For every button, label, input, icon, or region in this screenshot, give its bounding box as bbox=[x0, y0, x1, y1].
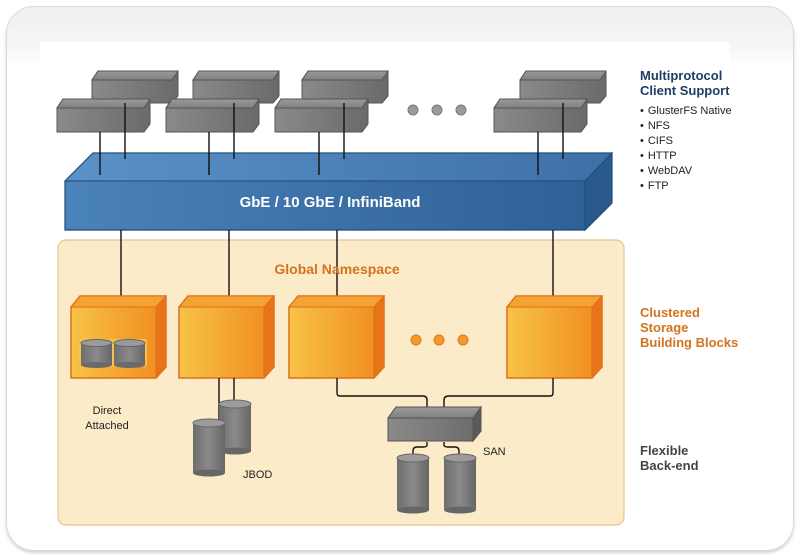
direct-attached-disks-icon bbox=[79, 339, 147, 368]
storage-node-jbod bbox=[177, 294, 276, 380]
client-links bbox=[99, 103, 564, 175]
more-nodes-ellipsis-icon bbox=[410, 334, 469, 346]
network-backbone bbox=[63, 151, 614, 232]
direct-attached-label: Attached bbox=[85, 420, 128, 432]
san-label: SAN bbox=[483, 446, 506, 458]
san-switch-icon bbox=[387, 405, 482, 443]
protocol-item: CIFS bbox=[640, 134, 732, 149]
protocol-list: GlusterFS Native NFS CIFS HTTP WebDAV FT… bbox=[640, 104, 732, 194]
flexible-backend-title: Flexible Back-end bbox=[640, 443, 699, 473]
protocol-item: HTTP bbox=[640, 149, 732, 164]
storage-node-san-1 bbox=[287, 294, 386, 380]
client-server-icon bbox=[493, 98, 588, 133]
client-server-icon bbox=[519, 70, 607, 104]
jbod-disks-icon bbox=[192, 399, 252, 477]
storage-nodes bbox=[69, 294, 604, 380]
client-server-icon bbox=[274, 98, 369, 133]
protocol-item: GlusterFS Native bbox=[640, 104, 732, 119]
protocol-item: WebDAV bbox=[640, 164, 732, 179]
clustered-storage-title: Clustered Storage Building Blocks bbox=[640, 305, 739, 350]
jbod-label: JBOD bbox=[243, 469, 272, 481]
direct-attached-label: Direct bbox=[93, 405, 122, 417]
storage-node-san-2 bbox=[505, 294, 604, 380]
client-servers bbox=[56, 70, 607, 133]
network-label: GbE / 10 GbE / InfiniBand bbox=[240, 194, 421, 211]
client-support-title: Multiprotocol Client Support bbox=[640, 68, 730, 98]
protocol-item: FTP bbox=[640, 179, 732, 194]
client-server-icon bbox=[192, 70, 280, 104]
client-server-icon bbox=[165, 98, 260, 133]
protocol-item: NFS bbox=[640, 119, 732, 134]
san-links bbox=[336, 378, 554, 458]
client-server-icon bbox=[56, 98, 151, 133]
san-disks-icon bbox=[396, 453, 477, 514]
global-namespace-panel bbox=[57, 239, 625, 526]
client-server-icon bbox=[91, 70, 179, 104]
storage-links bbox=[120, 230, 554, 300]
more-clients-ellipsis-icon bbox=[407, 104, 467, 116]
namespace-label: Global Namespace bbox=[274, 261, 399, 277]
client-server-icon bbox=[301, 70, 389, 104]
